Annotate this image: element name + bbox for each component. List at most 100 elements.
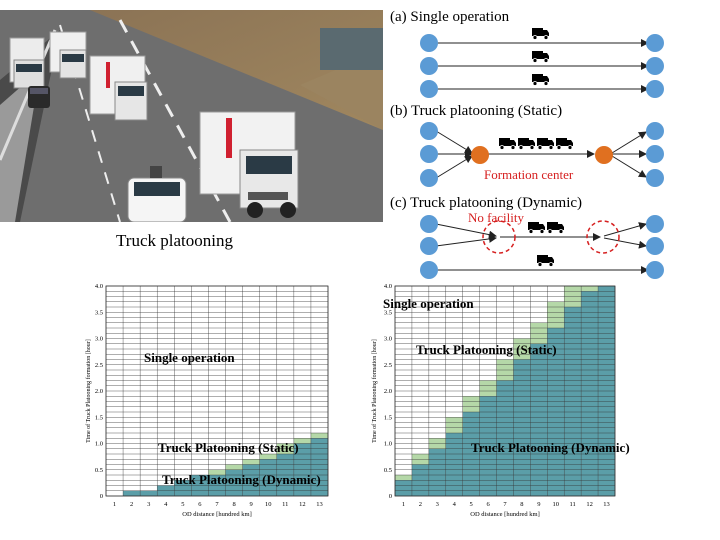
destination-node <box>646 80 664 98</box>
origin-node <box>420 145 438 163</box>
truck-icon <box>531 27 550 40</box>
x-tick-label: 10 <box>265 501 272 508</box>
y-tick-label: 2.0 <box>384 388 392 395</box>
truck-photo-2 <box>89 55 148 121</box>
static-region-column <box>581 286 599 292</box>
y-tick-label: 3.5 <box>384 309 392 316</box>
formation-center-node <box>471 146 489 164</box>
panel-a-title: (a) Single operation <box>390 9 510 25</box>
dynamic-region-column <box>395 480 412 496</box>
x-tick-label: 8 <box>520 501 523 508</box>
destination-node <box>646 57 664 75</box>
destination-node <box>646 145 664 163</box>
truck-icon <box>527 221 546 234</box>
truck-icon <box>531 73 550 86</box>
y-tick-label: 1.5 <box>384 414 392 421</box>
static-region-column <box>225 464 243 470</box>
x-tick-label: 13 <box>316 501 323 508</box>
y-tick-label: 3.0 <box>95 336 103 343</box>
origin-node <box>420 57 438 75</box>
truck-photo-1 <box>199 111 299 218</box>
x-tick-label: 11 <box>570 501 576 508</box>
y-tick-label: 1.0 <box>95 441 103 448</box>
x-tick-label: 1 <box>402 501 405 508</box>
highway-photo-illustration <box>0 10 383 222</box>
x-tick-label: 1 <box>113 501 116 508</box>
label-single-operation: Single operation <box>144 350 235 365</box>
y-tick-label: 2.5 <box>384 362 392 369</box>
label-truck-platooning-static: Truck Platooning (Static) <box>416 342 557 357</box>
truck-photo-3 <box>49 31 87 79</box>
dynamic-region-column <box>428 448 446 496</box>
static-region-column <box>310 433 328 439</box>
origin-node <box>420 215 438 233</box>
origin-node <box>420 80 438 98</box>
truck-icon <box>555 137 574 150</box>
static-region-column <box>259 454 277 460</box>
truck-icon <box>517 137 536 150</box>
panel-c-flows <box>420 215 664 279</box>
static-region-column <box>293 438 311 444</box>
destination-node <box>646 122 664 140</box>
grid-lines <box>105 285 329 497</box>
no-facility-label: No facility <box>468 210 524 225</box>
dynamic-region-column <box>479 396 497 496</box>
y-tick-label: 0 <box>100 493 103 500</box>
dynamic-region-column <box>310 438 328 496</box>
destination-node <box>646 215 664 233</box>
truck-icon <box>498 137 517 150</box>
x-tick-label: 3 <box>147 501 150 508</box>
label-truck-platooning-dynamic: Truck Platooning (Dynamic) <box>162 472 321 487</box>
y-tick-label: 4.0 <box>384 283 392 290</box>
y-tick-label: 0 <box>389 493 392 500</box>
formation-center-label: Formation center <box>484 167 574 182</box>
origin-node <box>420 261 438 279</box>
y-tick-label: 1.0 <box>384 441 392 448</box>
x-tick-label: 3 <box>436 501 439 508</box>
x-tick-label: 2 <box>419 501 422 508</box>
truck-icon <box>536 254 555 267</box>
y-tick-label: 2.5 <box>95 362 103 369</box>
dynamic-region-column <box>140 490 158 496</box>
static-region-column <box>462 396 480 412</box>
y-axis-label: Time of Truck Platooning formation [hour… <box>371 339 378 443</box>
origin-node <box>420 237 438 255</box>
label-truck-platooning-static: Truck Platooning (Static) <box>158 440 299 455</box>
label-truck-platooning-dynamic: Truck Platooning (Dynamic) <box>471 440 630 455</box>
dynamic-region-column <box>123 490 141 496</box>
static-region-column <box>395 475 412 481</box>
y-tick-label: 3.5 <box>95 309 103 316</box>
x-tick-label: 8 <box>232 501 235 508</box>
origin-node <box>420 34 438 52</box>
destination-node <box>646 237 664 255</box>
origin-node <box>420 169 438 187</box>
operation-diagram: (a) Single operation (b) Truck platoonin… <box>386 0 720 286</box>
x-tick-label: 12 <box>299 501 306 508</box>
dynamic-split-point <box>586 220 620 254</box>
panel-b-flows <box>420 122 664 187</box>
truck-photo-4 <box>9 37 45 89</box>
car-photo-2 <box>28 86 50 108</box>
x-tick-label: 5 <box>470 501 473 508</box>
x-tick-label: 5 <box>181 501 184 508</box>
x-tick-label: 12 <box>586 501 593 508</box>
x-tick-label: 7 <box>215 501 219 508</box>
static-region-column <box>479 380 497 397</box>
dynamic-region-column <box>174 480 192 496</box>
dynamic-formation-point <box>482 220 516 254</box>
panel-c-title: (c) Truck platooning (Dynamic) <box>390 195 582 211</box>
y-tick-label: 0.5 <box>384 467 392 474</box>
photo-caption: Truck platooning <box>116 231 233 250</box>
static-region-column <box>242 459 260 465</box>
x-tick-label: 2 <box>130 501 133 508</box>
y-tick-label: 1.5 <box>95 414 103 421</box>
truck-icon <box>536 137 555 150</box>
x-tick-label: 6 <box>198 501 202 508</box>
y-tick-label: 0.5 <box>95 467 103 474</box>
plot-frame <box>105 285 329 497</box>
static-region-column <box>208 469 226 475</box>
x-tick-label: 7 <box>503 501 507 508</box>
static-region-column <box>547 301 565 328</box>
x-tick-label: 6 <box>486 501 490 508</box>
